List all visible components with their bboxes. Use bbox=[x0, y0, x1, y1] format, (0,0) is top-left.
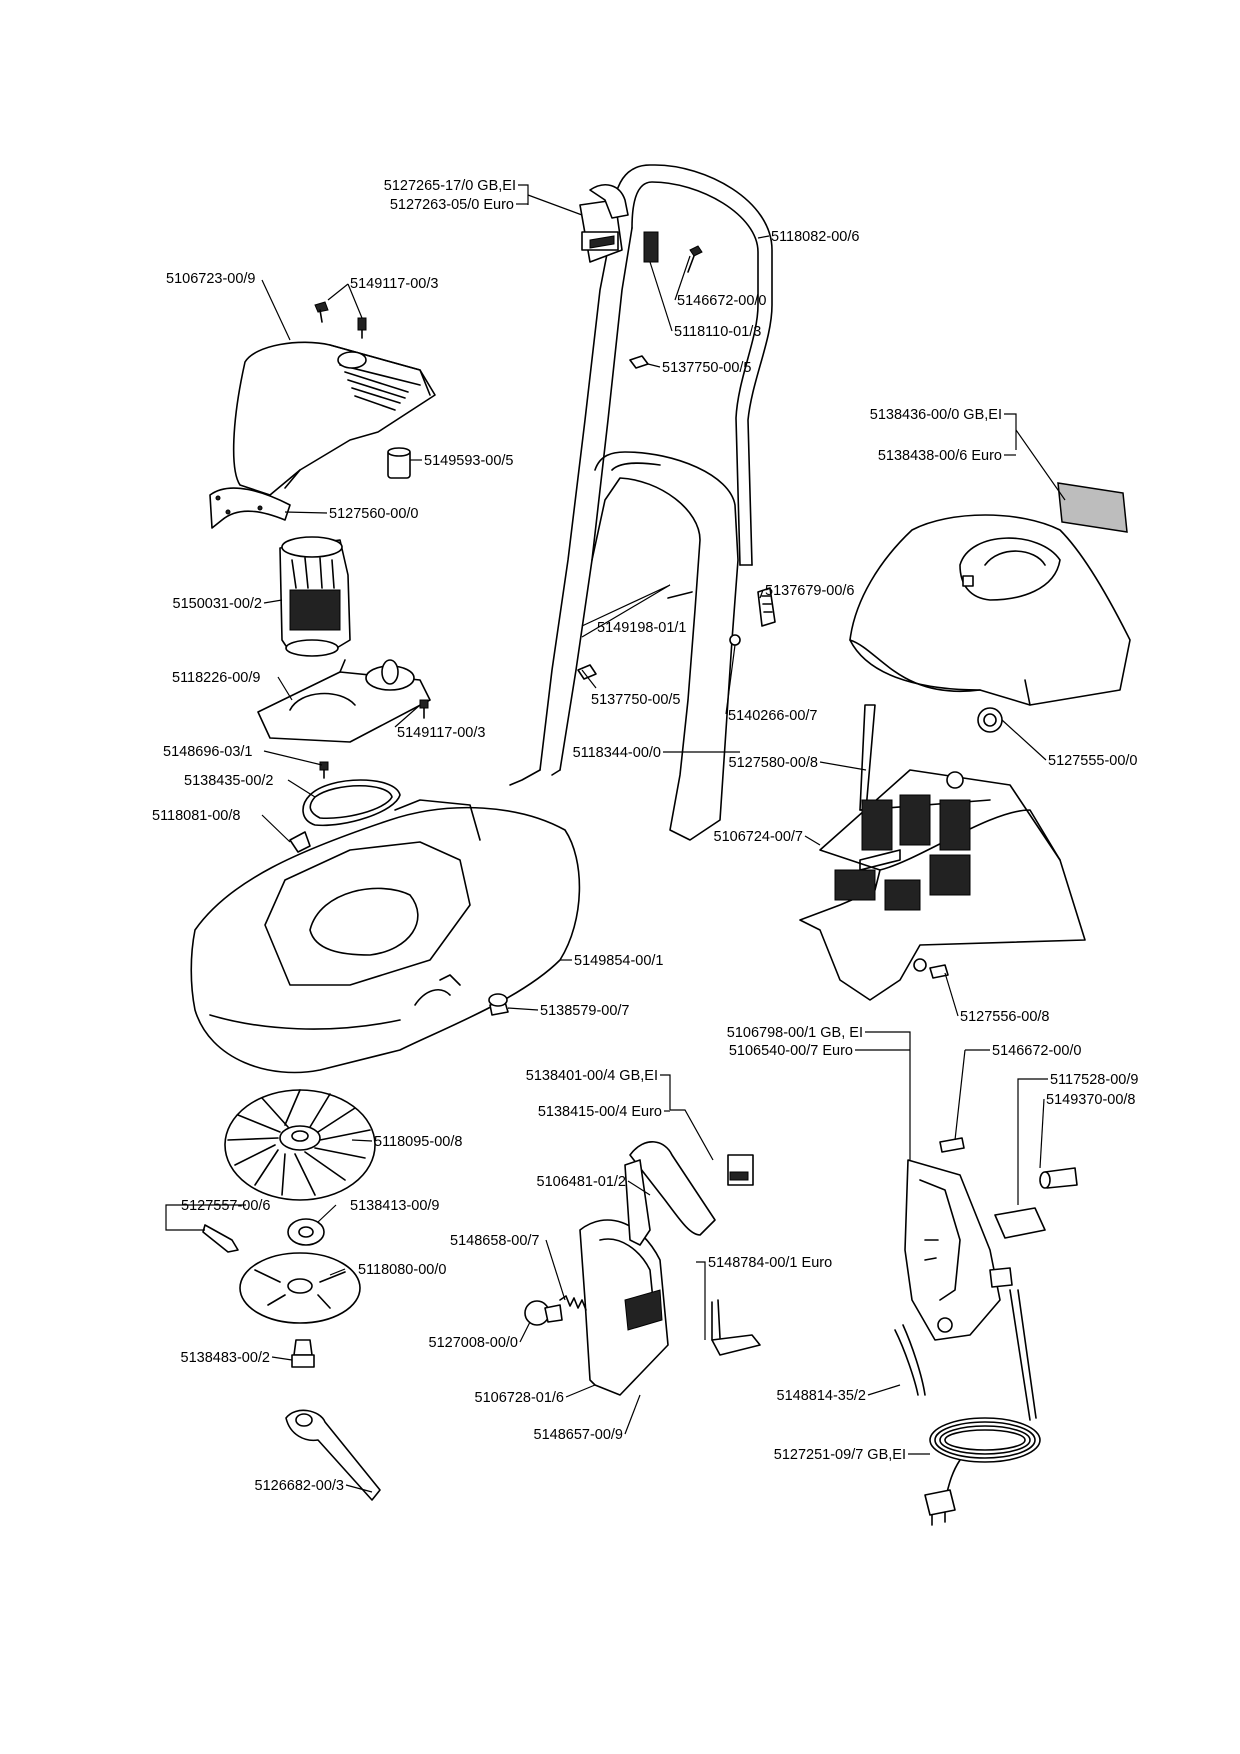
label-screw-top: 5149117-00/3 bbox=[350, 276, 438, 292]
label-pivot-pin: 5138579-00/7 bbox=[540, 1003, 630, 1019]
label-spanner-clip: 5127557-00/6 bbox=[181, 1198, 271, 1214]
label-mains-cable: 5127251-09/7 GB,EI bbox=[774, 1447, 906, 1463]
label-wire: 5148814-35/2 bbox=[777, 1388, 867, 1404]
motor-drawing bbox=[279, 536, 351, 657]
small-screws-left bbox=[319, 699, 429, 779]
label-clamp-lower: 5137750-00/5 bbox=[591, 692, 681, 708]
label-sticker-euro: 5138438-00/6 Euro bbox=[878, 448, 1002, 464]
label-screw-box: 5146672-00/0 bbox=[992, 1043, 1082, 1059]
belt-drawing bbox=[302, 779, 401, 827]
label-bracket: 5117528-00/9 bbox=[1050, 1072, 1138, 1088]
blade-drawing bbox=[239, 1252, 361, 1324]
label-clamp-upper: 5137750-00/5 bbox=[662, 360, 752, 376]
housing-drawing bbox=[190, 799, 581, 1074]
rod-drawing bbox=[859, 704, 876, 811]
label-belt: 5138435-00/2 bbox=[184, 773, 274, 789]
motor-plate-drawing bbox=[257, 659, 431, 743]
label-upper-handle: 5118082-00/6 bbox=[771, 229, 859, 245]
label-washer: 5140266-00/7 bbox=[728, 708, 818, 724]
plug-euro-drawing bbox=[711, 1299, 761, 1356]
clip-drawing bbox=[289, 831, 311, 853]
label-bolt: 5149198-01/1 bbox=[597, 620, 687, 636]
label-spacer: 5149593-00/5 bbox=[424, 453, 514, 469]
label-switch-box-euro: 5106540-00/7 Euro bbox=[729, 1043, 853, 1059]
label-motor-hood: 5106723-00/9 bbox=[166, 271, 256, 287]
switch-box-drawing bbox=[904, 1159, 1013, 1341]
label-handle-clip: 5137679-00/6 bbox=[765, 583, 855, 599]
label-screw-handle: 5146672-00/0 bbox=[677, 293, 767, 309]
label-motor-plate: 5118226-00/9 bbox=[172, 670, 260, 686]
box-pin-drawing bbox=[929, 964, 949, 979]
blade-bolt-drawing bbox=[291, 1339, 315, 1368]
label-knob: 5127008-00/0 bbox=[429, 1335, 519, 1351]
label-box-pin: 5127556-00/8 bbox=[960, 1009, 1050, 1025]
label-lower-handle: 5118344-00/0 bbox=[573, 745, 661, 761]
mains-cable-drawing bbox=[924, 1289, 1041, 1526]
pivot-pin-drawing bbox=[488, 993, 509, 1016]
label-switch-cover-part: 5148657-00/9 bbox=[534, 1427, 624, 1443]
spanner-clip-drawing bbox=[202, 1224, 239, 1253]
small-parts-right bbox=[939, 1137, 1078, 1239]
label-sticker-gb: 5138436-00/0 GB,EI bbox=[870, 407, 1002, 423]
spacer-drawing bbox=[387, 447, 411, 479]
label-grass-box: 5106724-00/7 bbox=[714, 829, 804, 845]
label-motor: 5150031-00/2 bbox=[173, 596, 263, 612]
handle-grip-drawing bbox=[624, 1141, 754, 1246]
grass-box-mesh bbox=[834, 794, 971, 911]
label-blade: 5118080-00/0 bbox=[358, 1262, 446, 1278]
label-screw-small: 5148696-03/1 bbox=[163, 744, 253, 760]
label-plug-euro: 5148784-00/1 Euro bbox=[708, 1255, 832, 1271]
part-labels: 5127265-17/0 GB,EI 5127263-05/0 Euro 511… bbox=[152, 178, 1138, 1494]
spanner-drawing bbox=[285, 1409, 381, 1501]
label-handle-switch-euro: 5127263-05/0 Euro bbox=[390, 197, 514, 213]
motor-hood-drawing bbox=[232, 341, 436, 496]
label-cable-euro: 5138415-00/4 Euro bbox=[538, 1104, 662, 1120]
hood-seal-drawing bbox=[209, 487, 291, 529]
label-bearing: 5138413-00/9 bbox=[350, 1198, 440, 1214]
fan-drawing bbox=[224, 1089, 376, 1201]
label-cable-clip: 5118110-01/3 bbox=[674, 324, 761, 340]
label-blade-bolt: 5138483-00/2 bbox=[181, 1350, 271, 1366]
label-spanner: 5126682-00/3 bbox=[255, 1478, 345, 1494]
bearing-drawing bbox=[287, 1218, 325, 1246]
label-spring: 5148658-00/7 bbox=[450, 1233, 540, 1249]
label-switch-box-gb: 5106798-00/1 GB, EI bbox=[727, 1025, 863, 1041]
label-pin-right: 5149370-00/8 bbox=[1046, 1092, 1136, 1108]
handle-switch-drawing bbox=[579, 184, 629, 263]
label-housing: 5149854-00/1 bbox=[574, 953, 664, 969]
wire-drawing bbox=[894, 1324, 926, 1396]
knob-and-spring-drawing bbox=[524, 1295, 587, 1326]
label-cable-gb: 5138401-00/4 GB,EI bbox=[526, 1068, 658, 1084]
grass-box-drawing bbox=[799, 769, 1086, 1001]
label-handle-grip: 5106481-01/2 bbox=[537, 1174, 627, 1190]
rear-cover-drawing bbox=[849, 514, 1131, 733]
upper-handle-drawing bbox=[611, 164, 773, 566]
label-clip: 5118081-00/8 bbox=[152, 808, 240, 824]
label-rear-cover: 5127555-00/0 bbox=[1048, 753, 1138, 769]
switch-cover-drawing bbox=[579, 1219, 669, 1396]
label-rod: 5127580-00/8 bbox=[729, 755, 819, 771]
label-switch-cover: 5106728-01/6 bbox=[475, 1390, 565, 1406]
label-hood-seal: 5127560-00/0 bbox=[329, 506, 419, 522]
sticker-drawing bbox=[1057, 482, 1128, 533]
label-screw-plate: 5149117-00/3 bbox=[397, 725, 485, 741]
leader-lines bbox=[165, 184, 1066, 1493]
label-handle-switch-gb: 5127265-17/0 GB,EI bbox=[384, 178, 516, 194]
lower-handle-drawing bbox=[509, 227, 739, 841]
label-fan: 5118095-00/8 bbox=[374, 1134, 462, 1150]
screws-top bbox=[314, 301, 367, 339]
